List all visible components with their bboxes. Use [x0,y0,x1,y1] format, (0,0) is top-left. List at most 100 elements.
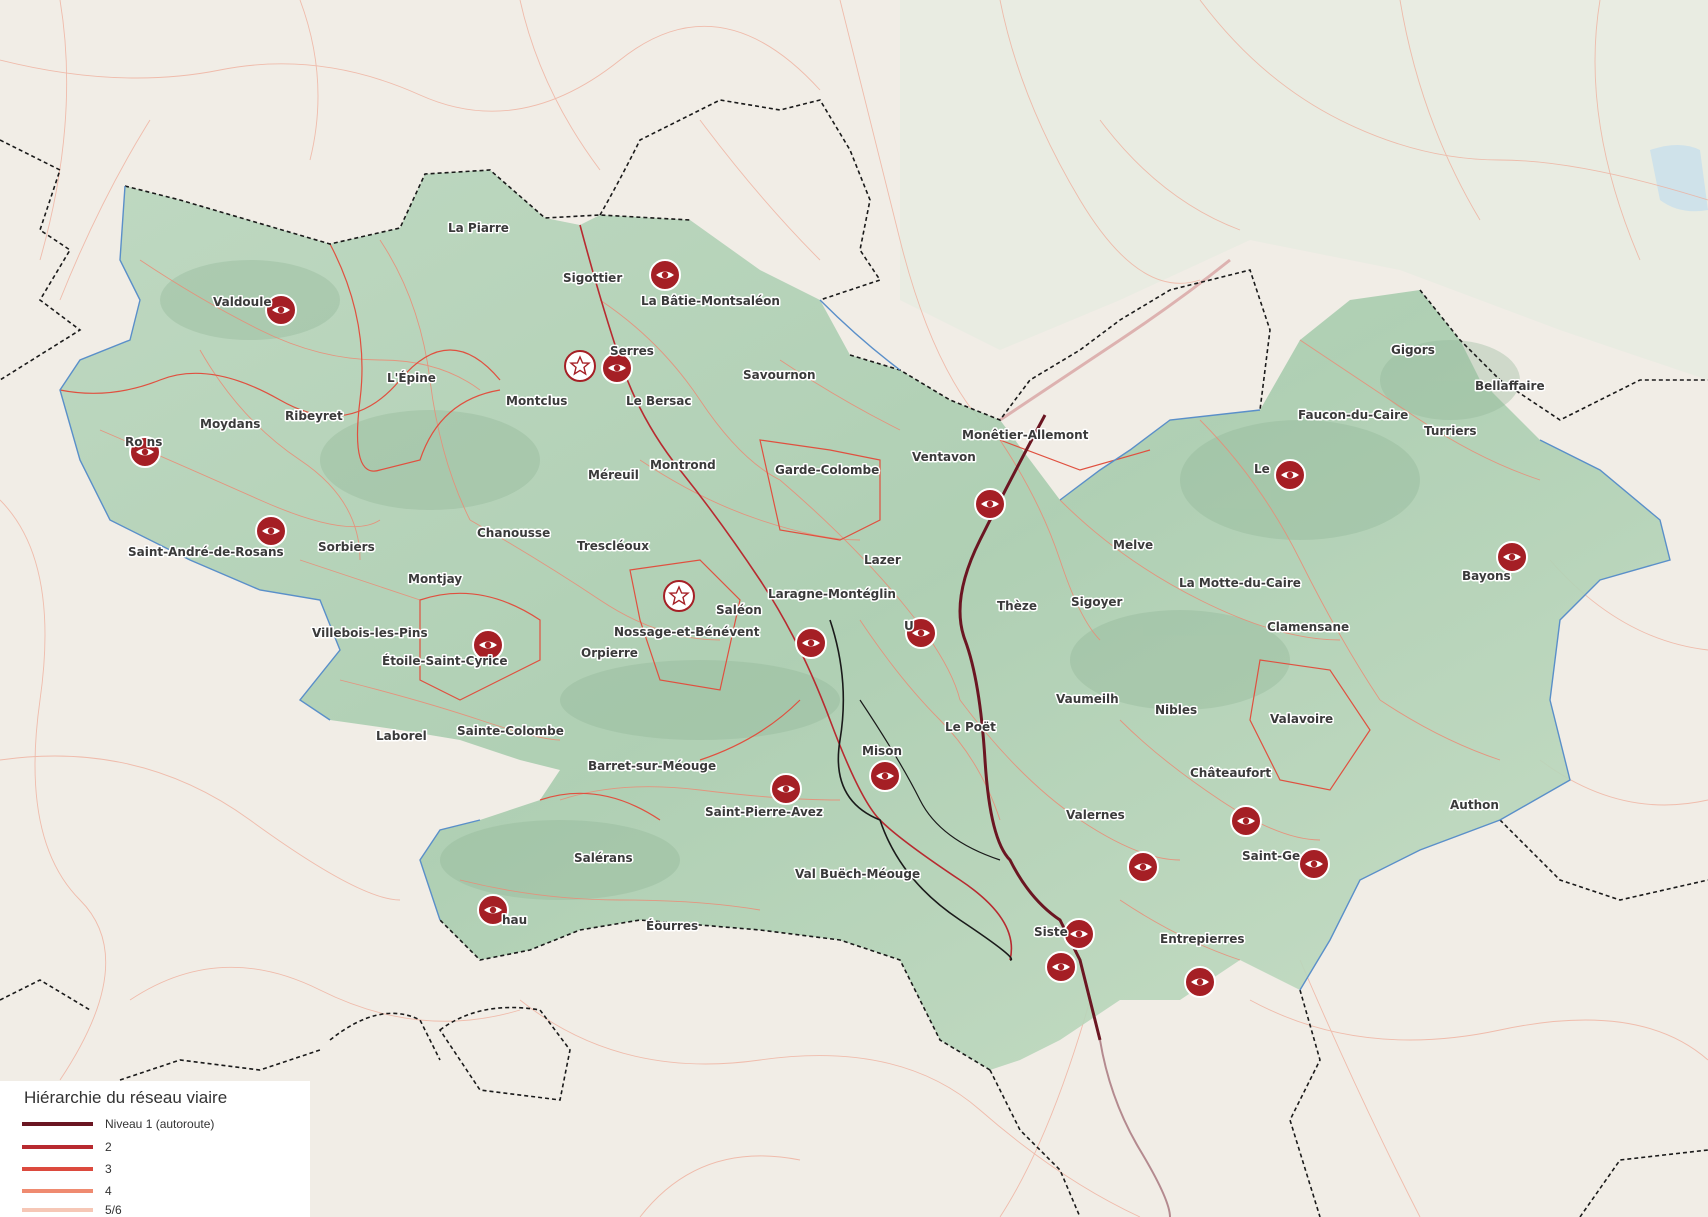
town-label: Le Poët [945,720,996,734]
town-label: La Piarre [448,221,509,235]
eye-icon[interactable] [770,773,802,805]
eye-icon[interactable] [1045,951,1077,983]
eye-icon[interactable] [601,352,633,384]
road-level-2-north [999,258,1231,422]
town-label: Melve [1113,538,1153,552]
legend-item-level-5-6: 5/6 [22,1204,122,1216]
river-line-2 [859,699,1001,861]
legend-label: 3 [105,1162,112,1176]
eye-icon[interactable] [795,627,827,659]
town-label: Montjay [408,572,462,586]
eye-icon[interactable] [255,515,287,547]
town-label: Barret-sur-Méouge [588,759,716,773]
territory-area [60,170,1670,1070]
legend-title: Hiérarchie du réseau viaire [24,1088,228,1107]
lake [1650,145,1708,212]
motorway-south-extension [1099,1039,1171,1217]
town-label: Entrepierres [1160,932,1245,946]
town-label: Sainte-Colombe [457,724,564,738]
town-label: Turriers [1424,424,1477,438]
town-label: Thèze [997,599,1037,613]
town-label: Nibles [1155,703,1197,717]
town-label: Laborel [376,729,427,743]
town-label: Lazer [864,553,901,567]
town-label-le-caire: Le [1254,462,1270,476]
town-label: Villebois-les-Pins [312,626,428,640]
town-label: Saléon [716,603,762,617]
town-label: Saint-André-de-Rosans [128,545,284,559]
viewpoints-layer [129,259,1528,998]
town-label: Monêtier-Allemont [962,428,1089,442]
town-label: Chanousse [477,526,550,540]
town-label: Laragne-Montéglin [768,587,896,601]
town-label: Le Bersac [626,394,692,408]
eye-icon[interactable] [1127,851,1159,883]
town-label-saint-geniez: Saint-Ge [1242,849,1300,863]
legend-label: 5/6 [105,1204,122,1216]
legend-item-level-1: Niveau 1 (autoroute) [22,1115,214,1133]
town-label: Faucon-du-Caire [1298,408,1408,422]
eye-icon[interactable] [905,617,937,649]
town-label: Val Buëch-Méouge [795,867,920,881]
town-label: Bayons [1462,569,1511,583]
eye-icon[interactable] [265,294,297,326]
town-label: Valdoule [213,295,271,309]
town-label: Gigors [1391,343,1435,357]
town-label: L'Épine [387,370,436,385]
town-label: Clamensane [1267,620,1349,634]
town-label: Sigoyer [1071,595,1123,609]
eye-icon[interactable] [477,894,509,926]
legend-swatch [22,1122,93,1126]
local-roads [99,239,1541,961]
legend-label: 2 [105,1140,112,1154]
town-label: La Motte-du-Caire [1179,576,1301,590]
town-label: Trescléoux [577,539,649,553]
road-level-1-motorway [958,414,1102,1041]
town-label: Nossage-et-Bénévent [614,625,760,639]
town-label: Authon [1450,798,1499,812]
town-label: Moydans [200,417,260,431]
eye-icon[interactable] [1496,541,1528,573]
town-label: Montrond [650,458,716,472]
town-label: Méreuil [588,468,639,482]
town-label: Sorbiers [318,540,375,554]
town-label: Serres [610,344,654,358]
eye-icon[interactable] [1063,918,1095,950]
town-label: La Bâtie-Montsaléon [641,294,780,308]
eye-icon[interactable] [472,629,504,661]
eye-icon[interactable] [129,436,161,468]
eye-icon[interactable] [649,259,681,291]
legend-item-level-3: 3 [22,1160,112,1178]
legend-label: Niveau 1 (autoroute) [105,1117,215,1131]
eye-icon[interactable] [869,760,901,792]
legend-swatch [22,1208,93,1212]
eye-icon[interactable] [1184,966,1216,998]
town-label: Valernes [1066,808,1125,822]
star-icon[interactable] [564,350,596,382]
town-label: Bellaffaire [1475,379,1545,393]
river-line [829,619,1013,961]
town-label: Ribeyret [285,409,343,423]
town-label: Vaumeilh [1056,692,1119,706]
legend-swatch [22,1145,93,1149]
legend-item-level-2: 2 [22,1138,112,1156]
legend-item-level-4: 4 [22,1182,112,1200]
town-label: Salérans [574,851,633,865]
town-label: Ventavon [912,450,976,464]
star-icon[interactable] [663,580,695,612]
town-label: Montclus [506,394,567,408]
department-boundary-blue [59,185,1671,991]
town-label-rosans: Ro ns [125,435,162,449]
town-label-lachau: hau [502,913,527,927]
town-label-sisteron: Siste [1034,925,1068,939]
town-label: Saint-Pierre-Avez [705,805,823,819]
eye-icon[interactable] [974,488,1006,520]
eye-icon[interactable] [1230,805,1262,837]
eye-icon[interactable] [1298,848,1330,880]
town-label: Mison [862,744,902,758]
legend-swatch [22,1189,93,1193]
eye-icon[interactable] [1274,459,1306,491]
legend-swatch [22,1167,93,1171]
